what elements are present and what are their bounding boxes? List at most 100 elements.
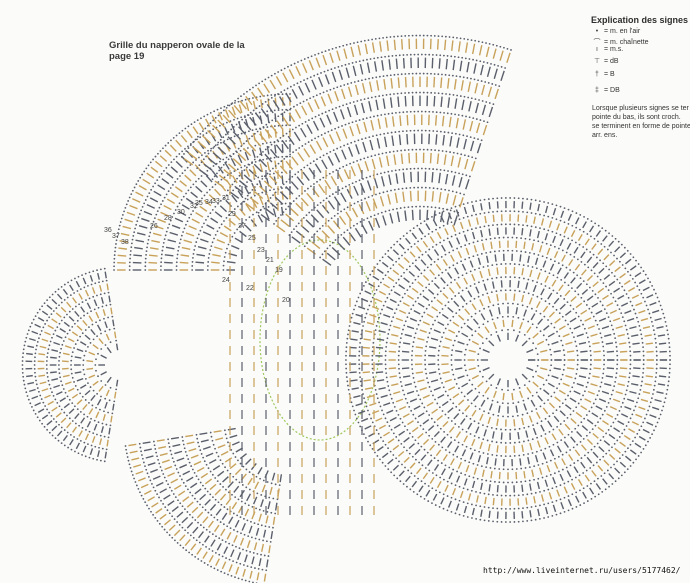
stitch-row xyxy=(198,531,204,539)
stitch-row xyxy=(582,221,587,229)
chain-row xyxy=(550,353,553,356)
chain-row xyxy=(415,259,417,262)
stitch-row xyxy=(104,451,107,459)
stitch-row xyxy=(429,152,432,164)
stitch-row xyxy=(257,466,263,475)
stitch-row xyxy=(632,375,640,378)
chain-row xyxy=(556,292,559,295)
chain-row xyxy=(454,498,457,501)
stitch-row xyxy=(602,294,609,300)
stitch-row xyxy=(359,63,364,75)
stitch-row xyxy=(411,480,418,488)
chain-row xyxy=(481,100,484,102)
chain-row xyxy=(611,271,613,274)
chain-row xyxy=(511,481,514,484)
chain-row xyxy=(491,83,494,85)
chain-row xyxy=(217,455,220,458)
chain-row xyxy=(63,411,66,414)
chain-row xyxy=(248,137,251,140)
chain-row xyxy=(314,137,316,140)
chain-row xyxy=(433,421,436,424)
chain-row xyxy=(277,162,280,165)
chain-row xyxy=(517,210,520,213)
stitch-row xyxy=(140,483,149,489)
chain-row xyxy=(157,458,160,461)
stitch-row xyxy=(454,267,460,275)
chain-row xyxy=(168,534,171,536)
chain-row xyxy=(428,110,431,113)
chain-row xyxy=(623,471,626,474)
stitch-row xyxy=(169,144,177,152)
chain-row xyxy=(392,285,395,288)
stitch-row xyxy=(460,295,466,302)
stitch-row xyxy=(175,139,182,148)
chain-row xyxy=(594,319,597,322)
chain-row xyxy=(443,430,446,433)
chain-row xyxy=(495,44,498,47)
chain-row xyxy=(381,308,383,311)
stitch-row xyxy=(354,227,362,238)
chain-row xyxy=(213,145,216,148)
stitch-row xyxy=(389,342,397,345)
chain-row xyxy=(192,210,194,212)
chain-row xyxy=(504,494,507,497)
chain-row xyxy=(255,128,258,131)
stitch-row xyxy=(444,228,449,236)
stitch-row xyxy=(163,205,172,211)
chain-row xyxy=(142,498,145,500)
stitch-row xyxy=(442,346,450,349)
stitch-row xyxy=(537,508,540,517)
chain-row xyxy=(609,397,612,400)
chain-row xyxy=(635,259,637,262)
chain-row xyxy=(533,239,535,242)
stitch-row xyxy=(371,42,375,53)
stitch-row xyxy=(534,454,539,463)
stitch-row xyxy=(573,466,579,474)
chain-row xyxy=(502,302,504,305)
chain-row xyxy=(217,501,220,504)
chain-row xyxy=(371,363,374,366)
chain-row xyxy=(512,402,515,405)
chain-row xyxy=(367,97,370,100)
chain-row xyxy=(160,261,163,264)
chain-row xyxy=(357,80,360,82)
chain-row xyxy=(398,372,401,375)
chain-row xyxy=(457,114,460,116)
chain-row xyxy=(167,142,170,144)
chain-row xyxy=(504,428,507,431)
chain-row xyxy=(421,315,424,318)
chain-row xyxy=(210,245,213,248)
chain-row xyxy=(597,477,599,480)
chain-row xyxy=(636,401,638,404)
chain-row xyxy=(634,405,637,408)
chain-row xyxy=(198,445,201,448)
chain-row xyxy=(539,213,541,216)
chain-row xyxy=(81,395,84,398)
stitch-row xyxy=(430,379,439,383)
stitch-row xyxy=(248,142,257,152)
chain-row xyxy=(647,409,649,412)
stitch-row xyxy=(493,390,497,399)
stitch-row xyxy=(492,214,495,223)
chain-row xyxy=(303,79,305,82)
chain-row xyxy=(547,202,550,204)
chain-row xyxy=(571,239,573,242)
chain-row xyxy=(358,359,361,361)
chain-row xyxy=(43,302,46,305)
chain-row xyxy=(553,260,556,263)
stitch-row xyxy=(129,204,138,210)
chain-row xyxy=(130,242,133,245)
stitch-row xyxy=(233,104,242,114)
chain-row xyxy=(401,421,404,424)
chain-row xyxy=(457,425,460,428)
stitch-row xyxy=(51,349,59,352)
stitch-row xyxy=(134,246,143,250)
chain-row xyxy=(436,402,439,405)
chain-row xyxy=(105,448,108,451)
stitch-row xyxy=(513,267,516,275)
stitch-row xyxy=(419,329,427,333)
chain-row xyxy=(371,270,374,272)
chain-row xyxy=(545,475,548,478)
stitch-row xyxy=(444,484,449,492)
chain-row xyxy=(491,277,493,280)
